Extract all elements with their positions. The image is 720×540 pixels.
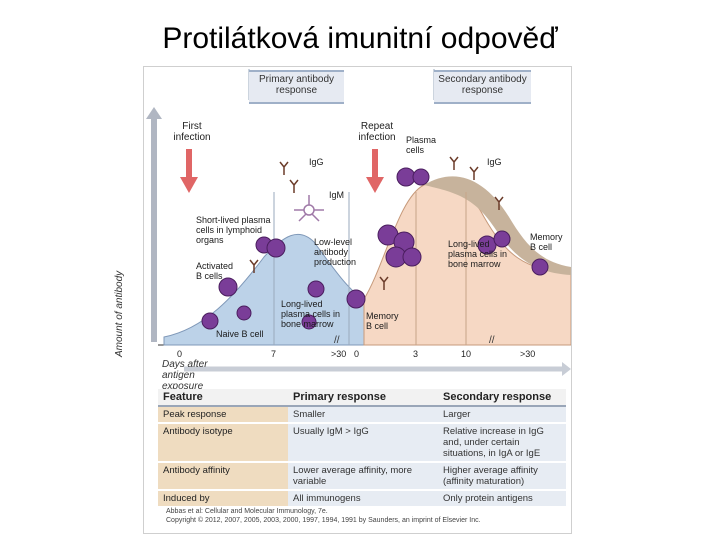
- long-lived-primary-label: Long-lived plasma cells in bone marrow: [281, 299, 341, 329]
- table-cell: Usually IgM > IgG: [288, 423, 438, 463]
- table-cell: Induced by: [158, 490, 288, 508]
- table-header: Feature: [158, 389, 288, 407]
- cells: [201, 167, 549, 330]
- table-row: Peak response Smaller Larger: [158, 406, 566, 424]
- repeat-infection-arrow: [372, 149, 378, 179]
- table-cell: Antibody isotype: [158, 423, 288, 463]
- table-row: Antibody affinity Lower average affinity…: [158, 462, 566, 491]
- igm-band: [424, 176, 571, 275]
- table-cell: Larger: [438, 406, 566, 424]
- table-cell: Higher average affinity (affinity matura…: [438, 462, 566, 491]
- antibodies: [249, 156, 504, 290]
- table-row: Induced by All immunogens Only protein a…: [158, 490, 566, 508]
- primary-phase-label: Primary antibody response: [249, 70, 344, 104]
- plasma-cells-label: Plasma cells: [406, 135, 437, 155]
- activated-b-label: Activated B cells: [196, 261, 234, 281]
- memory-b-primary-label: Memory B cell: [366, 311, 399, 331]
- figure-credit: Abbas et al: Cellular and Molecular Immu…: [166, 507, 566, 525]
- credit-line: Abbas et al: Cellular and Molecular Immu…: [166, 508, 328, 515]
- table-header-row: Feature Primary response Secondary respo…: [158, 389, 566, 407]
- antibody-response-figure: // // Primary antibody response Secondar…: [114, 66, 572, 534]
- tick-label: 3: [413, 349, 419, 359]
- table-cell: Lower average affinity, more variable: [288, 462, 438, 491]
- table-header: Secondary response: [438, 389, 566, 407]
- table-cell: All immunogens: [288, 490, 438, 508]
- table-cell: Only protein antigens: [438, 490, 566, 508]
- first-infection-label: First infection: [173, 121, 211, 143]
- table-row: Antibody isotype Usually IgM > IgG Relat…: [158, 423, 566, 463]
- tick-label: 10: [461, 349, 472, 359]
- first-infection-arrow: [186, 149, 192, 179]
- tick-label: 0: [177, 349, 183, 359]
- long-lived-secondary-label: Long-lived plasma cells in bone marrow: [448, 239, 508, 269]
- secondary-phase-label: Secondary antibody response: [434, 70, 531, 104]
- response-curves: // //: [146, 69, 571, 376]
- igm-pentamer: [294, 195, 324, 222]
- tick-label: 7: [271, 349, 277, 359]
- y-axis-arrowhead: [146, 107, 162, 119]
- igm-label: IgM: [329, 190, 345, 200]
- slide-title: Protilátková imunitní odpověď: [162, 22, 558, 55]
- table-cell: Peak response: [158, 406, 288, 424]
- comparison-table: Feature Primary response Secondary respo…: [158, 389, 566, 508]
- y-axis-label: Amount of antibody: [114, 270, 125, 357]
- short-lived-label: Short-lived plasma cells in lymphoid org…: [196, 215, 271, 245]
- igg-secondary-label: IgG: [487, 157, 502, 167]
- tick-label: >30: [331, 349, 347, 359]
- svg-text://: //: [489, 335, 495, 346]
- tick-label: >30: [520, 349, 536, 359]
- table-cell: Antibody affinity: [158, 462, 288, 491]
- svg-text://: //: [334, 335, 340, 346]
- table-cell: Smaller: [288, 406, 438, 424]
- memory-b-secondary-label: Memory B cell: [530, 232, 563, 252]
- low-level-label: Low-level antibody production: [314, 237, 357, 267]
- tick-label: 0: [354, 349, 360, 359]
- naive-b-label: Naive B cell: [216, 329, 264, 339]
- repeat-infection-label: Repeat infection: [358, 121, 396, 143]
- credit-line: Copyright © 2012, 2007, 2005, 2003, 2000…: [166, 517, 481, 524]
- table-header: Primary response: [288, 389, 438, 407]
- x-axis-label: Days after antigen exposure: [162, 359, 208, 392]
- table-cell: Relative increase in IgG and, under cert…: [438, 423, 566, 463]
- igg-primary-label: IgG: [309, 157, 324, 167]
